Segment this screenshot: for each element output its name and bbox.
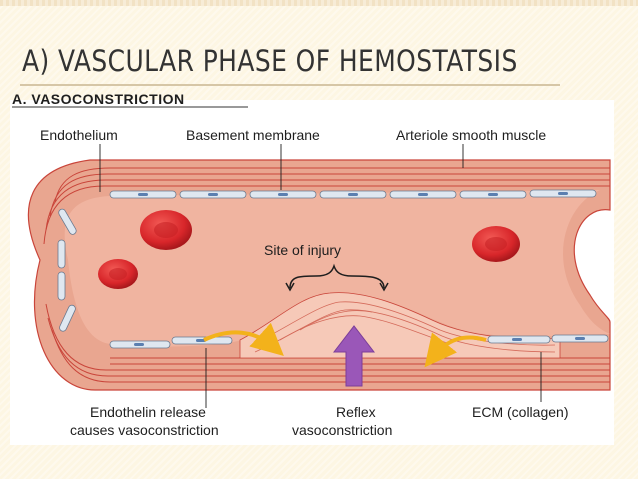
red-blood-cell xyxy=(154,222,178,238)
endothelin-arrow-left xyxy=(203,322,284,357)
smooth-muscle-top xyxy=(43,167,610,245)
vessel-lumen xyxy=(64,190,610,347)
label-arteriole-smooth-muscle: Arteriole smooth muscle xyxy=(396,127,546,143)
label-ecm: ECM (collagen) xyxy=(472,404,568,420)
title-underline xyxy=(20,84,560,86)
label-endothelium: Endothelium xyxy=(40,127,118,143)
injury-brace-tip-right xyxy=(379,282,389,292)
injury-brace-tip-left xyxy=(285,282,295,292)
slide-top-stripe xyxy=(0,0,638,6)
endothelium-nuclei-top xyxy=(138,192,568,196)
injury-brace xyxy=(289,263,385,289)
endothelium-left xyxy=(57,208,77,332)
vessel-diagram: A. VASOCONSTRICTION Endothelium Basement… xyxy=(10,91,614,445)
label-site-of-injury: Site of injury xyxy=(264,242,341,258)
label-endothelin-line1: Endothelin release xyxy=(90,404,206,420)
red-blood-cell xyxy=(109,268,127,280)
label-endothelin-line2: causes vasoconstriction xyxy=(70,422,219,438)
leader-lines xyxy=(99,144,542,408)
panel-title: A. VASOCONSTRICTION xyxy=(12,91,185,107)
endothelium-nuclei-bottom xyxy=(134,337,585,346)
label-basement-membrane: Basement membrane xyxy=(186,127,320,143)
slide-title: A) VASCULAR PHASE OF HEMOSTATSIS xyxy=(22,44,518,78)
smooth-muscle-bottom xyxy=(45,303,610,383)
reflex-arrow xyxy=(332,325,376,387)
red-blood-cell xyxy=(485,237,507,251)
vasoconstriction-figure: A. VASOCONSTRICTION Endothelium Basement… xyxy=(0,90,614,450)
label-reflex-line1: Reflex xyxy=(336,404,376,420)
label-reflex-line2: vasoconstriction xyxy=(292,422,392,438)
endothelin-arrow-right xyxy=(424,332,487,368)
